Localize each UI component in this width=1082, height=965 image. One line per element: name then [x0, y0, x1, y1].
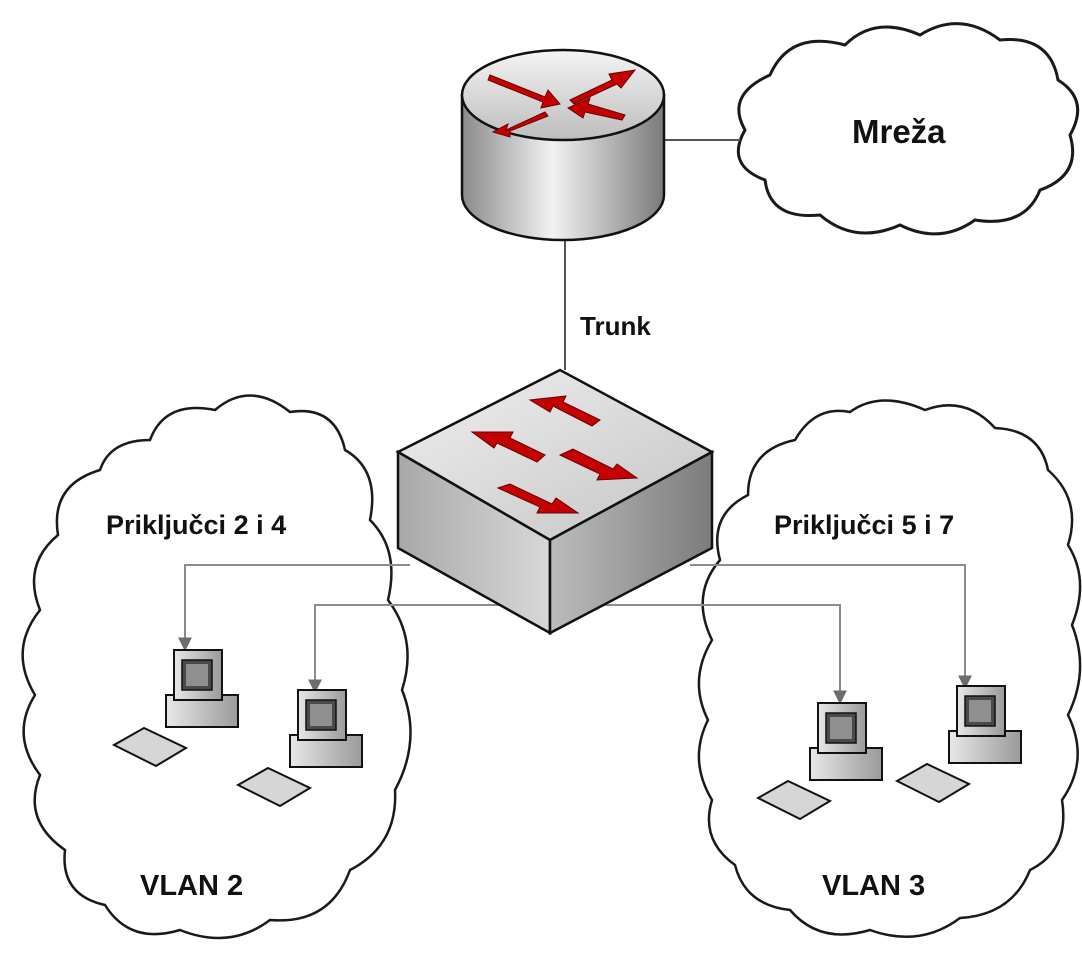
router-icon — [460, 48, 666, 242]
vlan-3-label: VLAN 3 — [822, 870, 926, 902]
switch-icon — [395, 368, 715, 636]
port-line-3 — [590, 604, 847, 705]
port-line-4 — [690, 564, 972, 690]
computer-icon — [755, 702, 883, 821]
vlan-3-cloud — [697, 399, 1082, 938]
vlan-2-label: VLAN 2 — [140, 870, 244, 902]
ports-left-label: Priključci 2 i 4 — [106, 510, 287, 540]
network-cloud — [736, 22, 1080, 236]
port-line-1 — [178, 564, 410, 652]
network-label: Mreža — [852, 113, 946, 150]
ports-right-label: Priključci 5 i 7 — [774, 510, 955, 540]
trunk-label: Trunk — [580, 311, 651, 341]
computer-icon — [235, 689, 363, 808]
computer-icon — [111, 649, 239, 768]
port-line-2 — [308, 604, 520, 694]
computer-icon — [894, 685, 1022, 804]
